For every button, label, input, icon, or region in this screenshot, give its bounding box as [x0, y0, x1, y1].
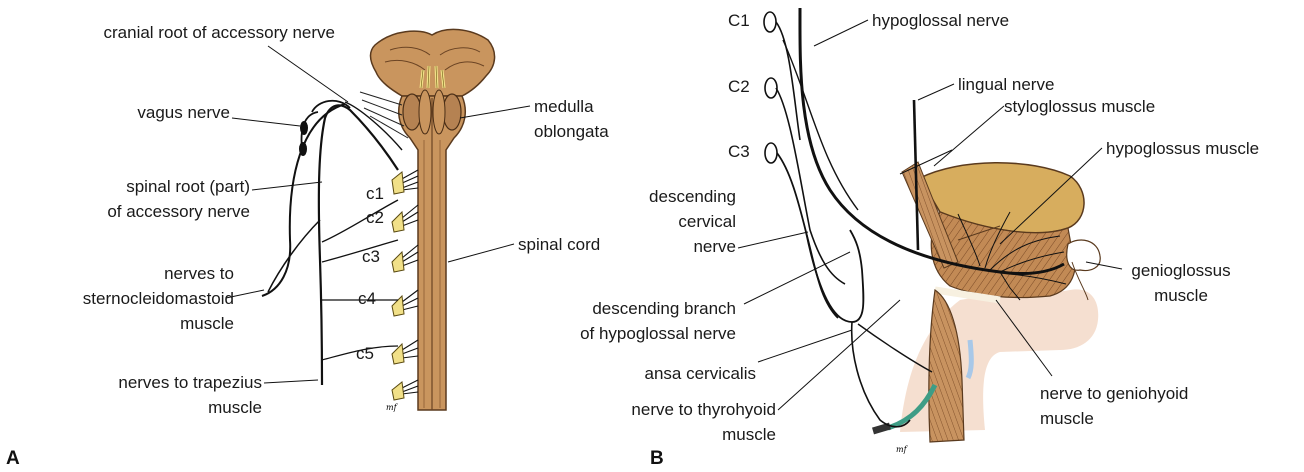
label-c3: c3: [362, 246, 380, 267]
label-geniohyoid-line1: nerve to geniohyoid: [1040, 383, 1188, 404]
label-desc-cervical-line1: descending: [649, 186, 736, 207]
ganglion-c3: [765, 143, 777, 163]
label-c2: c2: [366, 207, 384, 228]
label-thyrohyoid-line2: muscle: [722, 424, 776, 445]
label-trapezius-line1: nerves to trapezius: [118, 372, 262, 393]
panel-letter-a: A: [6, 448, 20, 470]
panel-letter-b: B: [650, 448, 664, 470]
label-styloglossus-muscle: styloglossus muscle: [1004, 96, 1155, 117]
label-desc-cervical-line2: cervical: [678, 211, 736, 232]
label-cranial-root: cranial root of accessory nerve: [104, 22, 336, 43]
label-vagus-nerve: vagus nerve: [137, 102, 230, 123]
label-desc-cervical-line3: nerve: [693, 236, 736, 257]
label-spinal-cord: spinal cord: [518, 234, 600, 255]
label-ansa-cervicalis: ansa cervicalis: [645, 363, 757, 384]
label-scm-line2: sternocleidomastoid: [83, 288, 234, 309]
label-trapezius-line2: muscle: [208, 397, 262, 418]
label-medulla-line1: medulla: [534, 96, 594, 117]
artist-signature-b: mf: [896, 445, 909, 454]
label-scm-line3: muscle: [180, 313, 234, 334]
label-desc-branch-line2: of hypoglossal nerve: [580, 323, 736, 344]
label-c4: c4: [358, 288, 376, 309]
label-hypoglossal-nerve: hypoglossal nerve: [872, 10, 1009, 31]
label-desc-branch-line1: descending branch: [592, 298, 736, 319]
label-C3: C3: [728, 141, 750, 162]
label-scm-line1: nerves to: [164, 263, 234, 284]
label-c5: c5: [356, 343, 374, 364]
label-c1: c1: [366, 183, 384, 204]
label-medulla-line2: oblongata: [534, 121, 609, 142]
label-genioglossus-line1: genioglossus: [1126, 260, 1236, 281]
label-geniohyoid-line2: muscle: [1040, 408, 1094, 429]
artist-signature: mf: [386, 403, 399, 412]
label-hypoglossus-muscle: hypoglossus muscle: [1106, 138, 1259, 159]
label-lingual-nerve: lingual nerve: [958, 74, 1054, 95]
label-thyrohyoid-line1: nerve to thyrohyoid: [631, 399, 776, 420]
label-C1: C1: [728, 10, 750, 31]
label-C2: C2: [728, 76, 750, 97]
label-spinal-root-line1: spinal root (part): [126, 176, 250, 197]
label-spinal-root-line2: of accessory nerve: [107, 201, 250, 222]
ganglion-c2: [765, 78, 777, 98]
ganglion-c1: [764, 12, 776, 32]
label-genioglossus-line2: muscle: [1126, 285, 1236, 306]
